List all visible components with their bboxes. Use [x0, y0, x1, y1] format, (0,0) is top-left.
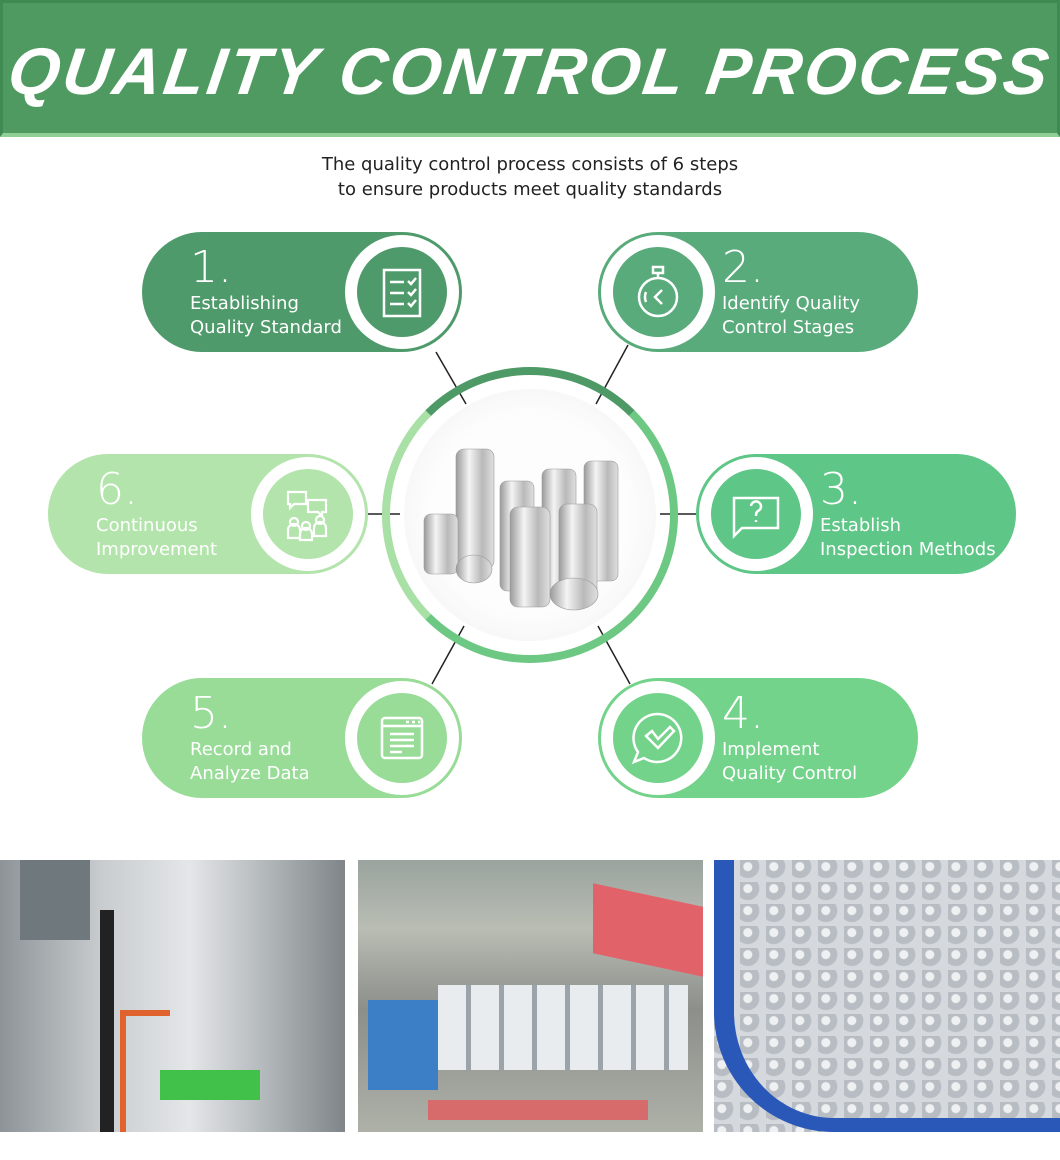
- step-number: 4.: [722, 688, 764, 739]
- question-chat-icon: [699, 457, 813, 571]
- document-icon: [345, 681, 459, 795]
- cans-image: [404, 389, 656, 641]
- cans-conveyor-photo: [714, 860, 1060, 1132]
- step-number: 3.: [820, 464, 862, 515]
- step-number: 2.: [722, 242, 764, 293]
- center-ring: [382, 367, 678, 663]
- stopwatch-icon: [601, 235, 715, 349]
- step-number: 1.: [190, 242, 232, 293]
- step-number: 5.: [190, 688, 232, 739]
- step-number: 6.: [96, 464, 138, 515]
- team-discussion-icon: [251, 457, 365, 571]
- check-bubble-icon: [601, 681, 715, 795]
- factory-aerial-photo: [358, 860, 703, 1132]
- checklist-icon: [345, 235, 459, 349]
- subtitle-line-2: to ensure products meet quality standard…: [337, 179, 723, 200]
- subtitle: The quality control process consists of …: [0, 152, 1060, 202]
- subtitle-line-1: The quality control process consists of …: [321, 154, 739, 175]
- header-banner: QUALITY CONTROL PROCESS: [0, 0, 1060, 137]
- filling-machine-photo: [0, 860, 345, 1132]
